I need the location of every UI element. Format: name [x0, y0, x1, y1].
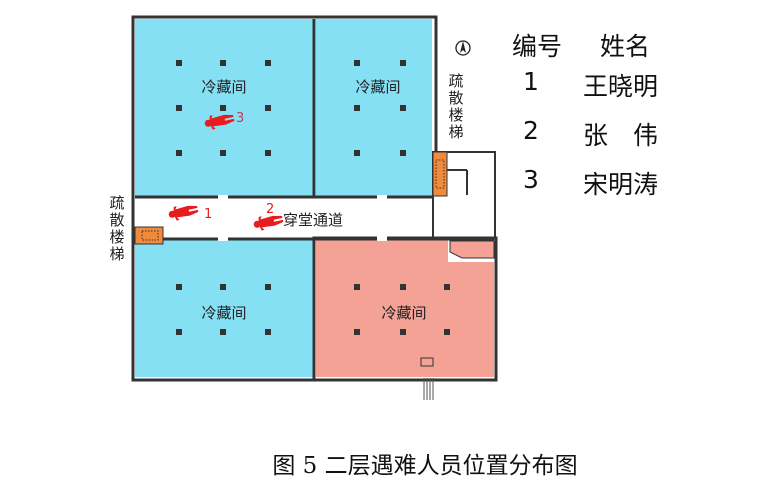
column: [444, 284, 450, 290]
corridor-label: 穿堂通道: [283, 211, 343, 229]
column: [265, 60, 271, 66]
column: [176, 105, 182, 111]
victim-number: 2: [266, 202, 274, 217]
column: [176, 60, 182, 66]
victim-number: 1: [204, 207, 212, 222]
column: [176, 329, 182, 335]
legend-id: 1: [523, 67, 539, 96]
victim-number: 3: [236, 111, 244, 126]
stair-steps: [435, 159, 445, 189]
column: [265, 284, 271, 290]
legend-header-name: 姓名: [600, 32, 651, 61]
door: [218, 195, 228, 200]
legend-name: 王晓明: [583, 72, 659, 101]
column: [220, 284, 226, 290]
column: [265, 329, 271, 335]
stair-left-label: 疏 散 楼 梯: [109, 194, 124, 263]
svg-text:疏: 疏: [448, 72, 463, 90]
room-label: 冷藏间: [201, 304, 246, 322]
column: [444, 329, 450, 335]
legend-header-id: 编号: [512, 32, 563, 61]
column: [400, 150, 406, 156]
column: [354, 284, 360, 290]
stair-left: [134, 226, 164, 245]
outside-stairs: [423, 378, 434, 400]
legend-name: 宋明涛: [583, 170, 659, 199]
svg-text:楼: 楼: [109, 228, 124, 246]
door: [218, 236, 228, 241]
victim-figure-icon: [253, 215, 284, 231]
cold-room-fire: [316, 240, 494, 377]
column: [220, 329, 226, 335]
room-label: 冷藏间: [201, 78, 246, 96]
stair-right-label: 疏 散 楼 梯: [448, 72, 463, 141]
victim-figure-icon: [168, 205, 199, 221]
room-label: 冷藏间: [355, 78, 400, 96]
cold-room-top-right: [316, 19, 432, 196]
column: [176, 284, 182, 290]
column: [176, 150, 182, 156]
svg-text:楼: 楼: [448, 106, 463, 124]
svg-text:梯: 梯: [109, 245, 124, 263]
column: [400, 60, 406, 66]
column: [400, 329, 406, 335]
column: [220, 60, 226, 66]
svg-text:梯: 梯: [448, 123, 463, 141]
column: [265, 105, 271, 111]
stair-steps: [141, 230, 159, 241]
column: [354, 150, 360, 156]
small-room: [449, 240, 495, 259]
column: [220, 150, 226, 156]
room-label: 冷藏间: [381, 304, 426, 322]
column: [400, 284, 406, 290]
door: [377, 195, 387, 200]
column: [354, 105, 360, 111]
column: [354, 329, 360, 335]
stair-right: [432, 151, 448, 197]
column: [265, 150, 271, 156]
entrance: [420, 357, 434, 367]
svg-text:疏: 疏: [109, 194, 124, 212]
column: [354, 60, 360, 66]
cold-room-bottom-left: [135, 240, 313, 377]
door: [377, 236, 387, 241]
figure-caption: 图 5 二层遇难人员位置分布图: [272, 453, 578, 479]
north-arrow-icon: [455, 40, 471, 56]
legend-id: 2: [523, 116, 539, 145]
column: [400, 105, 406, 111]
svg-text:散: 散: [109, 211, 124, 229]
svg-text:散: 散: [448, 89, 463, 107]
legend-id: 3: [523, 165, 539, 194]
legend-name: 张 伟: [583, 121, 659, 150]
victim-figure-icon: [204, 114, 235, 130]
column: [220, 105, 226, 111]
columns: [176, 60, 450, 335]
